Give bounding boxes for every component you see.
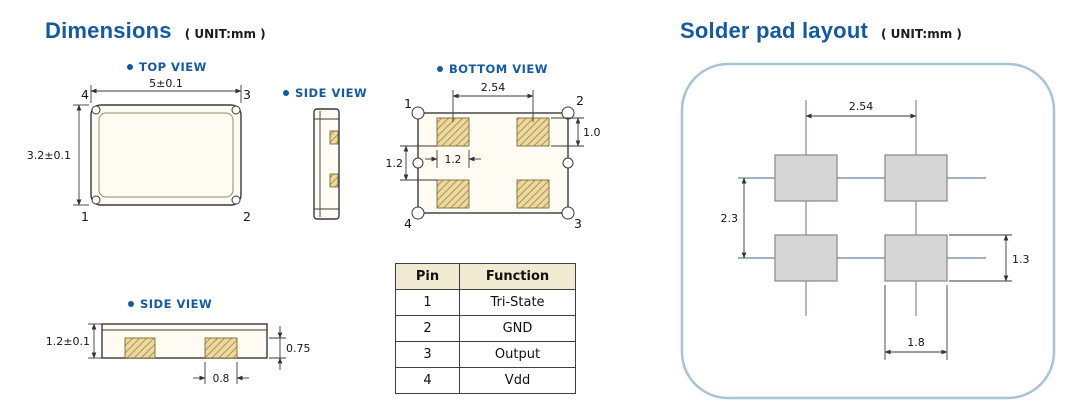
bullet-icon (127, 64, 133, 70)
bottom-view-label-text: BOTTOM VIEW (449, 62, 548, 76)
bottom-view-drawing: 2.54 1.0 1.2 1.2 1 2 4 3 (386, 81, 601, 231)
pad-width-dim-label: 1.8 (907, 336, 925, 349)
dimensions-unit-label: ( UNIT:mm ) (184, 27, 266, 41)
top-view-drawing: 5±0.1 3.2±0.1 4 3 1 2 (27, 77, 251, 224)
bottom-view-label: BOTTOM VIEW (437, 62, 548, 76)
pin-number-4: 4 (404, 216, 412, 231)
pin-number-3: 3 (243, 87, 251, 102)
side-view-right-label: SIDE VIEW (283, 86, 367, 100)
bottom-view-row-gap-dimension: 1.2 (386, 145, 437, 181)
solder-pad (329, 130, 339, 145)
solder-title-row: Solder pad layout ( UNIT:mm ) (680, 18, 962, 44)
side-view-right-drawing (313, 108, 340, 220)
total-height-dim-label: 1.2±0.1 (46, 335, 90, 348)
top-view-label-text: TOP VIEW (139, 60, 207, 74)
horizontal-pitch-dimension: 2.54 (805, 100, 917, 119)
side-view-bottom-label-text: SIDE VIEW (140, 297, 213, 311)
solder-pad-layout-drawing: 2.54 2.3 1.3 1.8 (680, 62, 1056, 400)
castellation-notch (231, 195, 241, 205)
pad-width-dimension: 1.8 (884, 285, 948, 360)
pin-cell: 2 (395, 315, 460, 342)
solder-pad-2 (516, 117, 550, 147)
side-view-bottom-label: SIDE VIEW (128, 297, 212, 311)
top-view-width-dim-label: 5±0.1 (149, 77, 183, 90)
function-cell: Output (459, 341, 576, 368)
function-cell: GND (459, 315, 576, 342)
function-cell: Vdd (459, 367, 576, 394)
solder-land-pad (774, 234, 838, 282)
vertical-pitch-dim-label: 2.3 (721, 212, 739, 225)
pin-number-1: 1 (404, 96, 412, 111)
solder-pad (124, 337, 156, 359)
top-view-body (90, 104, 242, 206)
solder-pad (204, 337, 238, 359)
pin-number-4: 4 (81, 87, 89, 102)
table-row: 1 Tri-State (395, 289, 576, 316)
solder-pad-3 (516, 179, 550, 209)
pad-height-dim-label: 0.75 (286, 342, 311, 355)
pin-number-2: 2 (243, 209, 251, 224)
castellation-notch (231, 105, 241, 115)
table-row: 4 Vdd (395, 367, 576, 394)
pad-height-dim-label: 1.3 (1012, 253, 1030, 266)
side-view-bottom-drawing: 1.2±0.1 0.75 0.8 (46, 323, 311, 385)
solder-land-pad (884, 154, 948, 202)
pad-height-dim-label: 1.0 (583, 126, 601, 139)
pin-number-1: 1 (81, 209, 89, 224)
row-gap-dim-label: 1.2 (386, 157, 404, 170)
bottom-view-pitch-dimension: 2.54 (452, 81, 534, 122)
castellation-notch (91, 105, 101, 115)
pad-width-dimension: 0.8 (193, 362, 249, 385)
vertical-pitch-dimension: 2.3 (721, 177, 747, 259)
top-view-height-dimension: 3.2±0.1 (27, 104, 89, 206)
dimensions-title-row: Dimensions ( UNIT:mm ) (45, 18, 266, 44)
solder-land-pad (774, 154, 838, 202)
castellation-notch (91, 195, 101, 205)
side-view-right-body (313, 108, 340, 220)
pad-height-dimension: 0.75 (269, 326, 311, 370)
solder-unit-label: ( UNIT:mm ) (880, 27, 962, 41)
pin-number-3: 3 (574, 216, 582, 231)
pin-column-header: Pin (395, 263, 460, 290)
top-view-width-dimension: 5±0.1 (90, 77, 242, 103)
side-view-right-label-text: SIDE VIEW (295, 86, 368, 100)
solder-pad-4 (436, 179, 470, 209)
solder-panel-outline (680, 62, 1056, 400)
dimensions-title: Dimensions (45, 18, 172, 43)
function-column-header: Function (459, 263, 576, 290)
pin-cell: 4 (395, 367, 460, 394)
pad-height-dimension: 1.3 (949, 234, 1030, 282)
pin-cell: 3 (395, 341, 460, 368)
solder-pad (329, 173, 339, 188)
solder-pad-layout-title: Solder pad layout (680, 18, 868, 43)
function-cell: Tri-State (459, 289, 576, 316)
top-view-label: TOP VIEW (127, 60, 207, 74)
horizontal-pitch-dim-label: 2.54 (849, 100, 874, 113)
solder-land-pad (884, 234, 948, 282)
bullet-icon (128, 301, 134, 307)
pin-cell: 1 (395, 289, 460, 316)
castellation-notches (411, 106, 575, 220)
bottom-view-pad-width-dimension: 1.2 (425, 150, 481, 168)
bullet-icon (283, 90, 289, 96)
table-header-row: Pin Function (395, 263, 576, 290)
bullet-icon (437, 66, 443, 72)
pin-number-2: 2 (576, 93, 584, 108)
bottom-view-pad-height-dimension: 1.0 (551, 117, 601, 147)
pad-pitch-dim-label: 2.54 (481, 81, 506, 94)
top-view-height-dim-label: 3.2±0.1 (27, 149, 71, 162)
total-height-dimension: 1.2±0.1 (46, 323, 102, 359)
pin-function-table: Pin Function 1 Tri-State 2 GND 3 Output … (395, 263, 576, 394)
solder-pad-1 (436, 117, 470, 147)
pad-width-dim-label: 0.8 (213, 373, 230, 385)
table-row: 2 GND (395, 315, 576, 342)
pad-width-dim-label: 1.2 (445, 154, 462, 166)
table-row: 3 Output (395, 341, 576, 368)
